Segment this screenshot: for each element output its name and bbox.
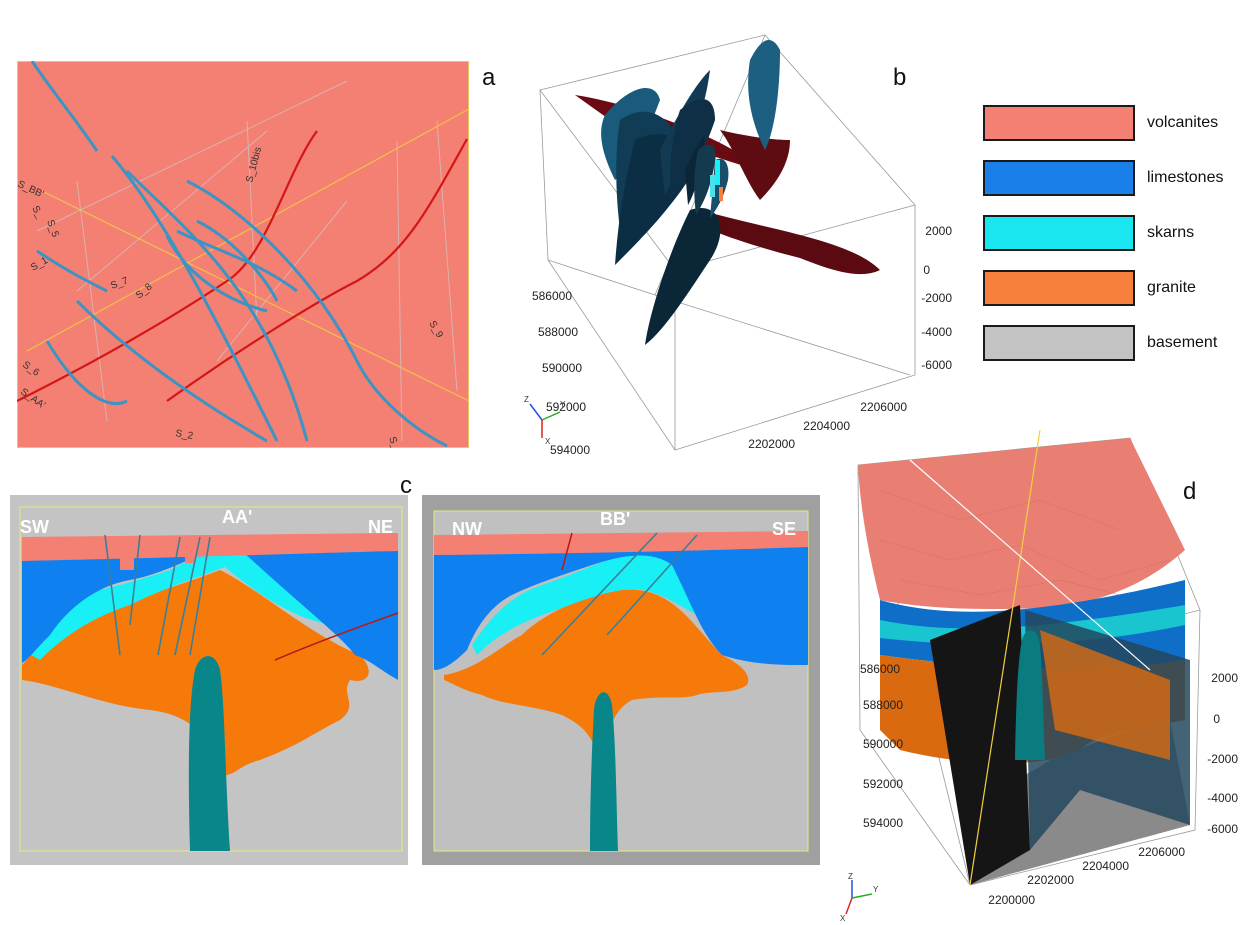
x-tick: 590000	[863, 737, 903, 751]
map-label: S_	[386, 435, 401, 448]
triad-x-label: X	[545, 437, 551, 445]
legend-item-skarns: skarns	[983, 215, 1233, 255]
orientation-triad-b: Z Y X	[524, 395, 566, 445]
x-tick: 586000	[860, 662, 900, 676]
x-tick: 592000	[863, 777, 903, 791]
legend-label: limestones	[1147, 169, 1224, 186]
map-label: S_	[29, 204, 45, 220]
legend-item-volcanites: volcanites	[983, 105, 1233, 145]
legend-item-limestones: limestones	[983, 160, 1233, 200]
legend-label: granite	[1147, 279, 1196, 296]
y-tick: 2200000	[988, 893, 1035, 907]
legend-swatch	[983, 325, 1135, 361]
x-tick: 592000	[546, 400, 586, 414]
y-tick: 2204000	[803, 419, 850, 433]
z-tick: 0	[923, 263, 930, 277]
red-faults	[17, 130, 468, 402]
x-tick: 594000	[550, 443, 590, 457]
y-tick: 2204000	[1082, 859, 1129, 873]
legend-swatch	[983, 270, 1135, 306]
intrusion	[1015, 630, 1045, 760]
skarn-layer	[22, 540, 340, 660]
triad-x-label: X	[840, 914, 846, 922]
limestone-layer	[434, 547, 808, 670]
section-right-label: NE	[368, 517, 393, 537]
limestone-layer	[22, 540, 398, 680]
y-axis-ticks: 2200000 2202000 2204000 2206000	[748, 400, 907, 451]
panel-d-3d: 586000 588000 590000 592000 594000 22000…	[857, 430, 1238, 907]
triad-y-label: Y	[873, 885, 879, 894]
legend-label: basement	[1147, 334, 1218, 351]
red-fault	[561, 532, 573, 571]
section-right-label: SE	[772, 519, 796, 539]
y-axis-ticks: 2200000 2202000 2204000 2206000	[988, 845, 1185, 907]
x-axis-ticks: 586000 588000 590000 592000 594000	[532, 289, 590, 457]
volcanites-layer	[434, 531, 808, 555]
x-tick: 594000	[863, 816, 903, 830]
panel-b-3d: 586000 588000 590000 592000 594000 22000…	[532, 34, 952, 457]
y-tick: 2206000	[1138, 845, 1185, 859]
cross-section-bb: NW SE BB'	[422, 495, 820, 865]
section-left-label: NW	[452, 519, 482, 539]
z-tick: -6000	[921, 358, 952, 372]
legend-item-granite: granite	[983, 270, 1233, 310]
x-tick: 588000	[863, 698, 903, 712]
z-tick: -6000	[1207, 822, 1238, 836]
cross-section-aa: SW NE AA'	[10, 495, 408, 865]
skarn-markers	[710, 160, 723, 201]
y-tick: 2202000	[1027, 873, 1074, 887]
z-tick: 0	[1213, 712, 1220, 726]
orientation-triad-d: Z Y X	[840, 872, 879, 922]
bounding-box	[539, 34, 916, 451]
granite-body	[444, 589, 749, 765]
legend-label: skarns	[1147, 224, 1195, 241]
z-tick: -2000	[921, 291, 952, 305]
skarn-layer	[472, 550, 697, 655]
blue-faults	[30, 61, 448, 448]
z-axis-ticks: 2000 0 -2000 -4000 -6000	[1207, 671, 1238, 836]
map-label: S_2	[174, 428, 194, 442]
z-tick: -4000	[1207, 791, 1238, 805]
panel-b-label: b	[893, 64, 907, 91]
triad-y-label: Y	[560, 400, 566, 409]
x-tick: 588000	[538, 325, 578, 339]
topography-surface	[858, 438, 1185, 610]
section-traces	[26, 108, 469, 402]
intrusion	[188, 656, 230, 851]
legend-swatch	[983, 105, 1135, 141]
section-plane-dark	[930, 605, 1030, 885]
x-tick: 586000	[532, 289, 572, 303]
faults	[541, 532, 698, 656]
panel-a-label: a	[482, 64, 496, 91]
x-tick: 590000	[542, 361, 582, 375]
section-title: AA'	[222, 507, 252, 527]
z-tick: -2000	[1207, 752, 1238, 766]
legend-item-basement: basement	[983, 325, 1233, 365]
x-axis-ticks: 586000 588000 590000 592000 594000	[860, 662, 903, 830]
intrusion	[590, 692, 618, 851]
faults	[104, 534, 211, 656]
triad-z-label: Z	[848, 872, 853, 881]
panel-c-label: c	[400, 472, 412, 499]
legend-swatch	[983, 160, 1135, 196]
z-tick: 2000	[1211, 671, 1238, 685]
z-tick: -4000	[921, 325, 952, 339]
fault-surfaces	[575, 40, 880, 345]
section-title: BB'	[600, 509, 630, 529]
y-tick: 2202000	[748, 437, 795, 451]
z-axis-ticks: 2000 0 -2000 -4000 -6000	[921, 224, 952, 372]
volcanites-layer	[22, 533, 398, 561]
legend-label: volcanites	[1147, 114, 1219, 131]
section-left-label: SW	[20, 517, 49, 537]
panel-a-map: S_BB' S_ S_5 S_1 S_7 S_8 S_10bis S_6 S_A…	[17, 61, 469, 448]
y-tick: 2206000	[860, 400, 907, 414]
panel-d-label: d	[1183, 478, 1197, 505]
triad-z-label: Z	[524, 395, 529, 404]
z-tick: 2000	[925, 224, 952, 238]
legend-swatch	[983, 215, 1135, 251]
red-fault	[274, 612, 399, 661]
